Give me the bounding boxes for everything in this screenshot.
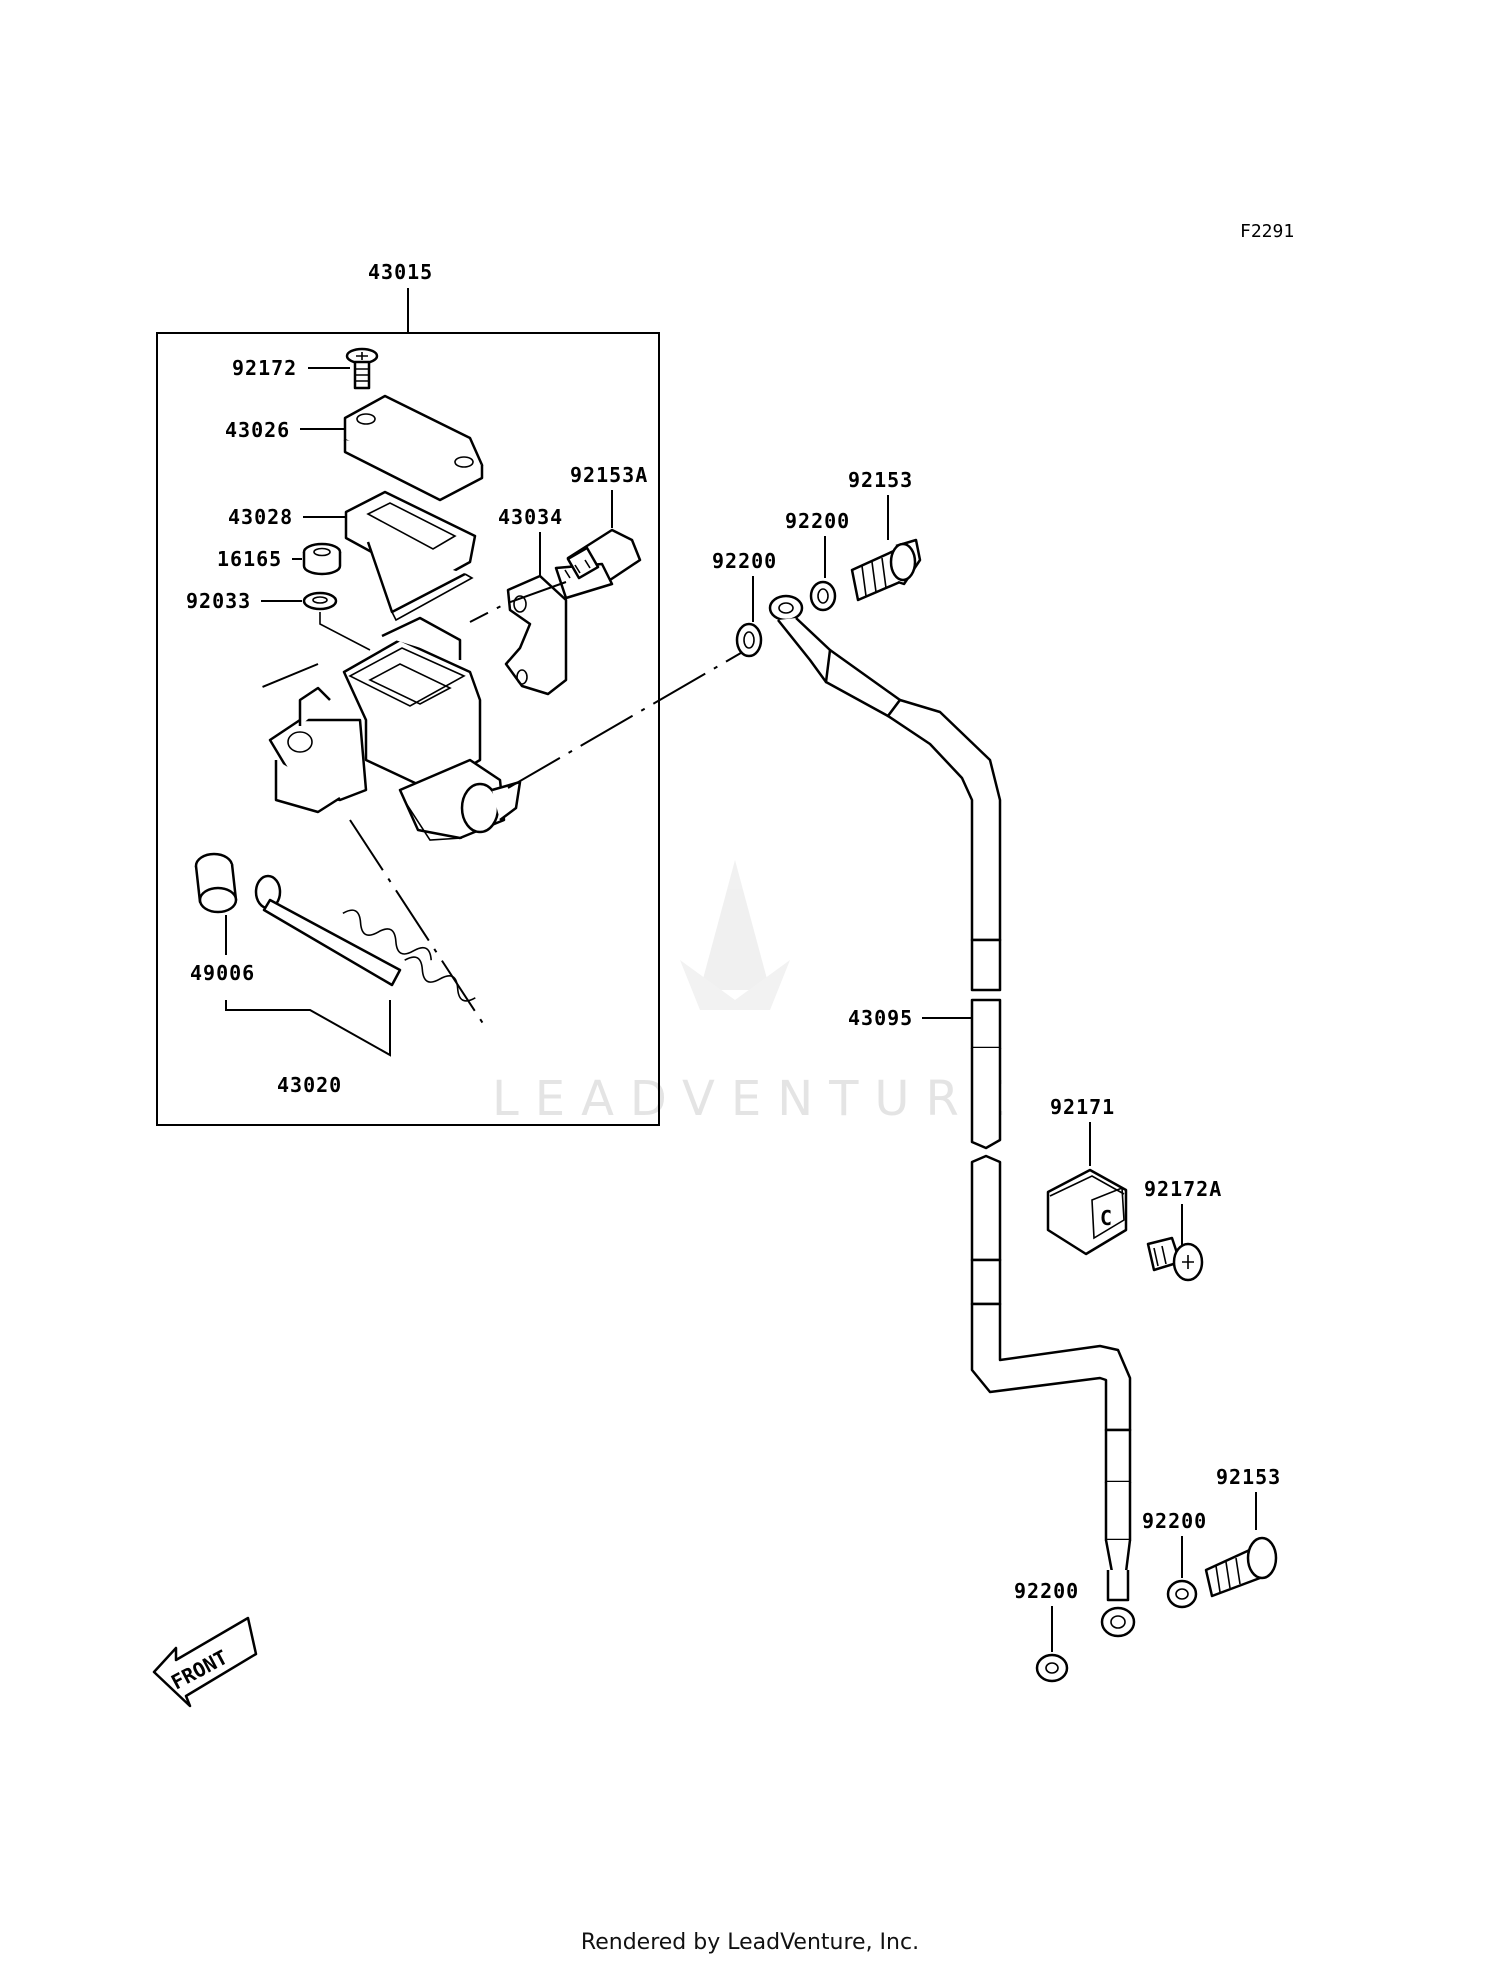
reservoir-cap-43026 (343, 394, 484, 502)
part-label-92200-c[interactable]: 92200 (1142, 1509, 1207, 1533)
screw-92172 (345, 347, 379, 390)
screw-92172A (1146, 1236, 1204, 1282)
watermark: LEADVENTURE (492, 860, 1021, 1127)
banjo-bolt-92153-a (850, 538, 922, 602)
front-arrow-icon: FRONT (152, 1616, 258, 1708)
washer-92200-c (1166, 1579, 1198, 1609)
figure-code: F2291 (1240, 221, 1294, 242)
part-label-92172[interactable]: 92172 (232, 356, 297, 380)
part-label-92171[interactable]: 92171 (1050, 1095, 1115, 1119)
footer-credit: Rendered by LeadVenture, Inc. (580, 1930, 920, 1955)
guide-bolt (469, 581, 567, 623)
guide-body-left (254, 663, 319, 691)
clamp-92171: C (1046, 1168, 1128, 1256)
guide-body-lower (349, 819, 485, 1026)
clamp-letter: C (1100, 1206, 1112, 1230)
part-label-92153-b[interactable]: 92153 (1216, 1465, 1281, 1489)
part-label-43026[interactable]: 43026 (225, 418, 290, 442)
clamp-43034 (504, 574, 568, 696)
washer-92200-a (735, 622, 763, 658)
watermark-text: LEADVENTURE (492, 1071, 1021, 1127)
bushing-16165 (302, 542, 342, 576)
part-label-43020[interactable]: 43020 (277, 1073, 342, 1097)
bolt-92153A (554, 528, 642, 600)
part-label-43015[interactable]: 43015 (368, 260, 433, 284)
piston-kit-43020 (194, 852, 476, 1002)
brake-hose-43095 (768, 594, 1136, 1638)
guide-banjo (507, 649, 747, 789)
part-label-92153A[interactable]: 92153A (570, 463, 648, 487)
part-label-43034[interactable]: 43034 (498, 505, 563, 529)
master-cylinder-body (268, 616, 522, 841)
part-label-16165[interactable]: 16165 (217, 547, 282, 571)
part-label-92153-a[interactable]: 92153 (848, 468, 913, 492)
part-label-92172A[interactable]: 92172A (1144, 1177, 1222, 1201)
part-label-92200-d[interactable]: 92200 (1014, 1579, 1079, 1603)
washer-92200-b (809, 580, 837, 612)
part-label-92033[interactable]: 92033 (186, 589, 251, 613)
part-label-49006[interactable]: 49006 (190, 961, 255, 985)
leader-43020-bracket (225, 1000, 391, 1057)
part-label-43095[interactable]: 43095 (848, 1006, 913, 1030)
part-label-43028[interactable]: 43028 (228, 505, 293, 529)
guide-92033 (319, 612, 371, 651)
washer-92200-d (1035, 1653, 1069, 1683)
part-label-92200-a[interactable]: 92200 (712, 549, 777, 573)
part-label-92200-b[interactable]: 92200 (785, 509, 850, 533)
washer-92033 (302, 591, 338, 611)
diaphragm-43028 (344, 490, 477, 622)
banjo-bolt-92153-b (1204, 1536, 1278, 1598)
